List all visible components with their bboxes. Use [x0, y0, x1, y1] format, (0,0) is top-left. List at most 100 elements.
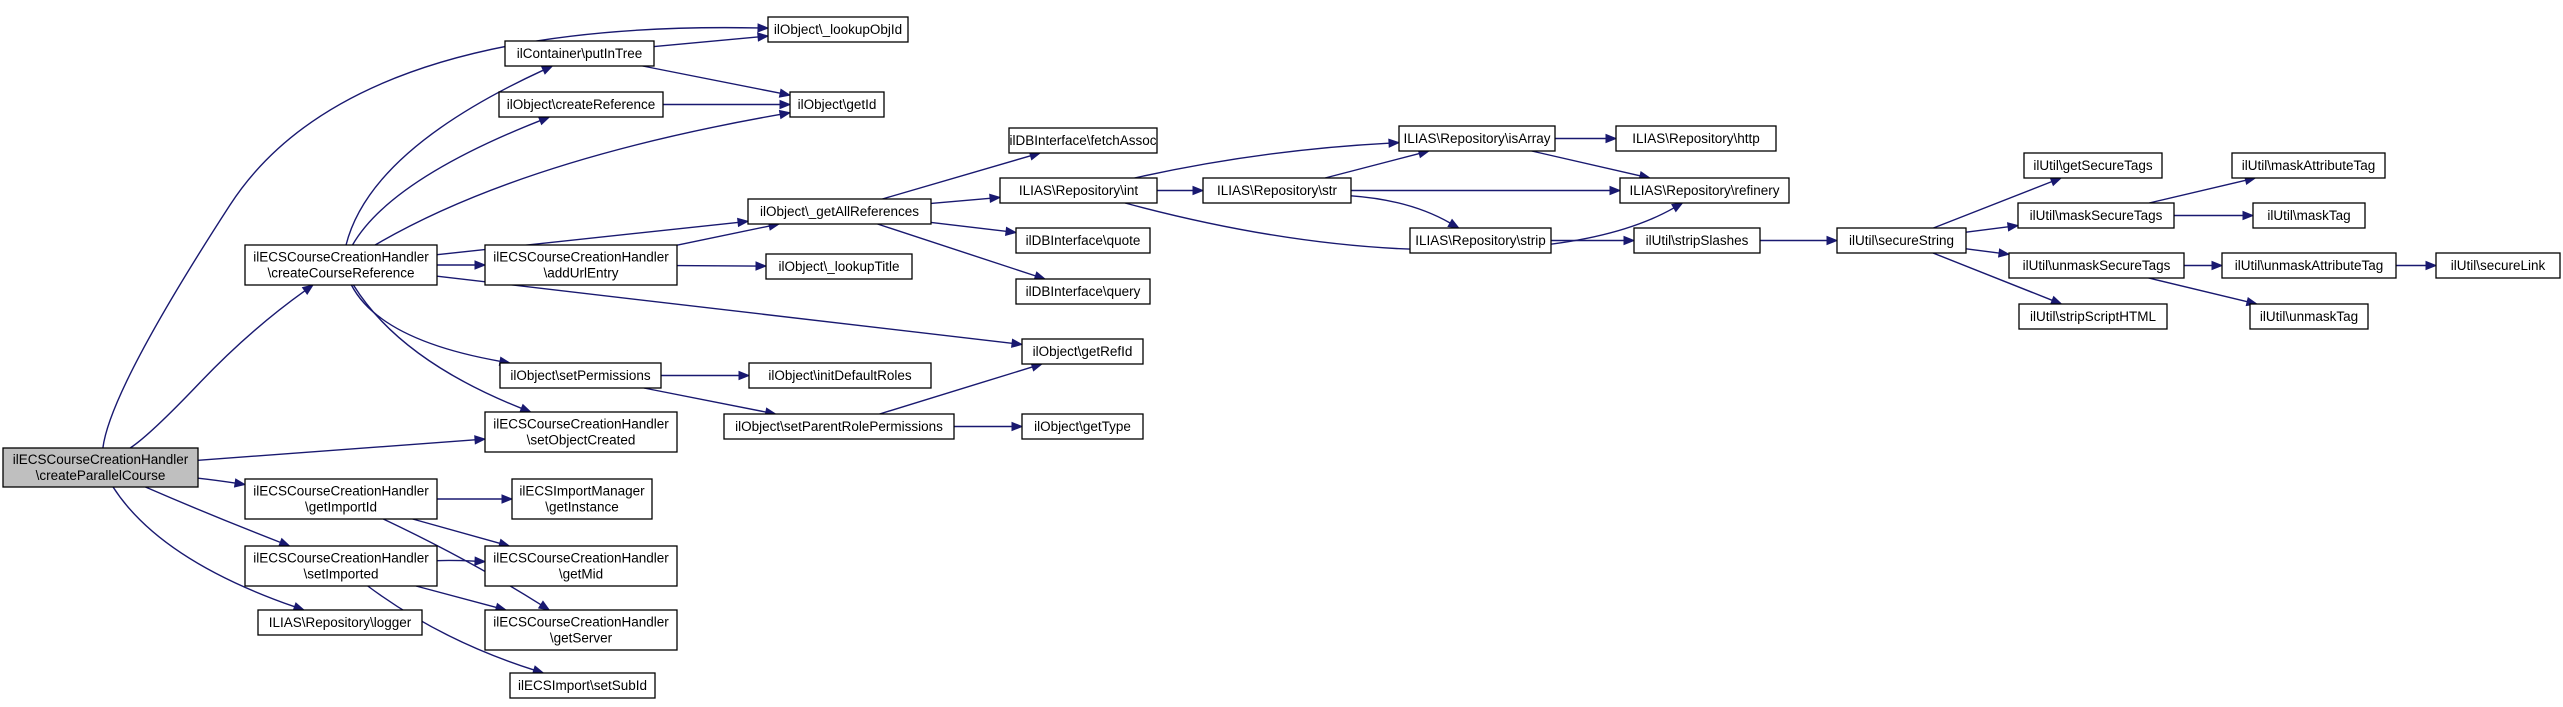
node-n16[interactable]: ilDBInterface\quote: [1015, 227, 1151, 254]
node-n3[interactable]: ilECSCourseCreationHandler\getImportId: [244, 478, 438, 520]
node-box: [1202, 177, 1352, 204]
edge-line: [145, 486, 281, 544]
edge-line: [1932, 252, 2053, 301]
node-n23[interactable]: ilECSCourseCreationHandler\getMid: [484, 545, 678, 587]
node-n37[interactable]: ilUtil\maskAttributeTag: [2231, 152, 2386, 179]
node-label: ilContainer\putInTree: [517, 46, 643, 61]
node-label: ILIAS\Repository\str: [1217, 183, 1338, 198]
edge-line: [643, 387, 766, 413]
node-box: [244, 244, 438, 286]
edge-line: [653, 36, 759, 48]
node-n2[interactable]: ilECSCourseCreationHandler\setObjectCrea…: [484, 411, 678, 453]
node-n30[interactable]: ILIAS\Repository\strip: [1409, 227, 1552, 254]
arrowhead: [278, 537, 291, 547]
arrowhead: [1011, 421, 1024, 432]
node-n26[interactable]: ILIAS\Repository\str: [1202, 177, 1352, 204]
node-n28[interactable]: ILIAS\Repository\refinery: [1619, 177, 1790, 204]
node-n41[interactable]: ilUtil\secureLink: [2435, 252, 2561, 279]
node-n35[interactable]: ilUtil\unmaskSecureTags: [2008, 252, 2185, 279]
node-box: [484, 411, 678, 453]
node-box: [748, 362, 932, 389]
node-label: \createCourseReference: [267, 266, 414, 281]
node-label: ilObject\getRefId: [1033, 344, 1133, 359]
node-n39[interactable]: ilUtil\unmaskAttributeTag: [2221, 252, 2397, 279]
node-n34[interactable]: ilUtil\maskSecureTags: [2017, 202, 2175, 229]
edge-n34-n37: [2148, 175, 2257, 204]
node-box: [2435, 252, 2561, 279]
edge-n8-n9: [663, 99, 792, 110]
edge-n0-n2: [197, 435, 487, 461]
node-n40[interactable]: ilUtil\unmaskTag: [2249, 303, 2369, 330]
arrowhead: [1192, 185, 1205, 196]
node-n31[interactable]: ilUtil\stripSlashes: [1633, 227, 1761, 254]
node-n20[interactable]: ilObject\setParentRolePermissions: [723, 413, 955, 440]
node-n38[interactable]: ilUtil\maskTag: [2252, 202, 2366, 229]
arrowhead: [1623, 235, 1636, 246]
edge-line: [436, 275, 1013, 344]
edge-line: [345, 69, 544, 246]
node-n1[interactable]: ilECSCourseCreationHandler\createCourseR…: [244, 244, 438, 286]
node-n18[interactable]: ilObject\_lookupTitle: [765, 253, 913, 280]
node-n24[interactable]: ilECSCourseCreationHandler\getServer: [484, 609, 678, 651]
node-n8[interactable]: ilObject\createReference: [498, 91, 664, 118]
node-box: [2023, 152, 2163, 179]
node-n25[interactable]: ilECSImport\setSubId: [509, 672, 656, 699]
node-label: ilObject\setParentRolePermissions: [735, 419, 943, 434]
edge-n26-n27: [1324, 149, 1431, 179]
node-n33[interactable]: ilUtil\getSecureTags: [2023, 152, 2163, 179]
node-label: ilECSCourseCreationHandler: [253, 250, 429, 265]
node-box: [2231, 152, 2386, 179]
node-n32[interactable]: ilUtil\secureString: [1836, 227, 1967, 254]
node-n5[interactable]: ILIAS\Repository\logger: [257, 609, 423, 636]
node-label: ilECSCourseCreationHandler: [253, 551, 429, 566]
node-n4[interactable]: ilECSCourseCreationHandler\setImported: [244, 545, 438, 587]
arrowhead: [1605, 133, 1618, 144]
node-n14[interactable]: ilDBInterface\fetchAssoc: [1008, 127, 1158, 154]
arrowhead: [537, 600, 551, 611]
node-label: ILIAS\Repository\http: [1632, 131, 1760, 146]
edge-line: [1350, 195, 1451, 224]
arrowhead: [2049, 177, 2063, 187]
node-box: [747, 198, 932, 225]
node-n36[interactable]: ilUtil\stripScriptHTML: [2018, 303, 2168, 330]
edge-n27-n28: [1531, 150, 1652, 181]
node-n19[interactable]: ilObject\initDefaultRoles: [748, 362, 932, 389]
node-label: ilDBInterface\query: [1026, 284, 1141, 299]
node-n17[interactable]: ilDBInterface\query: [1015, 278, 1151, 305]
node-n13[interactable]: ilObject\setPermissions: [499, 362, 662, 389]
node-n29[interactable]: ILIAS\Repository\http: [1615, 125, 1777, 152]
node-n0[interactable]: ilECSCourseCreationHandler\createParalle…: [2, 447, 199, 488]
node-label: ILIAS\Repository\refinery: [1629, 183, 1779, 198]
node-box: [789, 91, 885, 118]
edge-n13-n19: [661, 370, 751, 381]
edge-n1-n8: [351, 116, 551, 246]
arrowhead: [1671, 202, 1684, 213]
node-label: ilECSCourseCreationHandler: [493, 615, 669, 630]
node-label: ilUtil\maskSecureTags: [2030, 208, 2163, 223]
node-n15[interactable]: ILIAS\Repository\int: [999, 177, 1158, 204]
edge-n30-n31: [1551, 235, 1636, 246]
node-label: ILIAS\Repository\int: [1019, 183, 1139, 198]
node-n22[interactable]: ilECSImportManager\getInstance: [511, 478, 653, 520]
node-box: [504, 40, 655, 67]
arrowhead: [1447, 218, 1460, 229]
edge-line: [367, 585, 535, 671]
edges-layer: [102, 23, 2438, 675]
node-label: ilDBInterface\fetchAssoc: [1009, 133, 1156, 148]
node-box: [498, 91, 664, 118]
edge-line: [882, 155, 1031, 200]
node-n11[interactable]: ilECSCourseCreationHandler\addUrlEntry: [484, 244, 678, 286]
node-n21[interactable]: ilObject\getType: [1021, 413, 1144, 440]
node-n7[interactable]: ilContainer\putInTree: [504, 40, 655, 67]
node-n10[interactable]: ilObject\_getAllReferences: [747, 198, 932, 225]
arrowhead: [2006, 222, 2020, 232]
edge-line: [1324, 152, 1420, 179]
node-n27[interactable]: ILIAS\Repository\isArray: [1398, 125, 1556, 152]
arrowhead: [519, 403, 532, 413]
edge-line: [2148, 277, 2248, 303]
node-n6[interactable]: ilObject\_lookupObjId: [767, 16, 909, 43]
edge-n31-n32: [1760, 235, 1839, 246]
node-n12[interactable]: ilObject\getRefId: [1021, 338, 1144, 365]
node-n9[interactable]: ilObject\getId: [789, 91, 885, 118]
